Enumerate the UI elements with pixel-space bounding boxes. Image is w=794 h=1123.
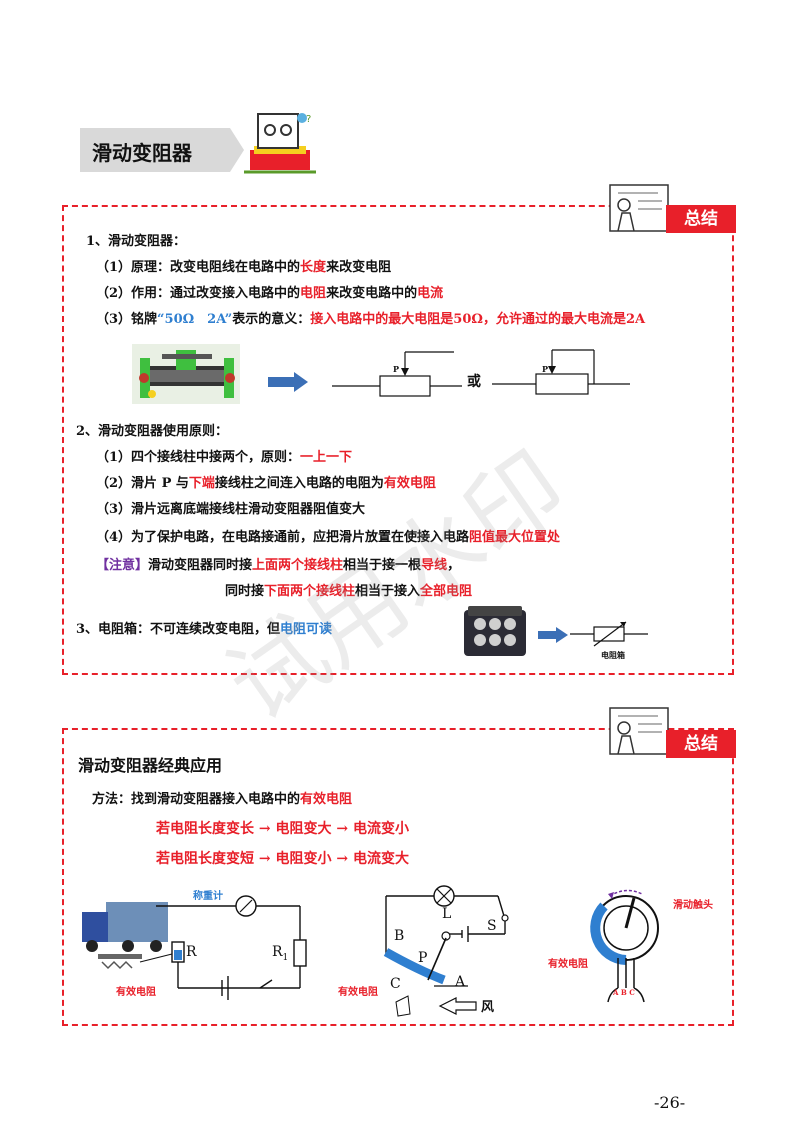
text-red: 上面两个接线柱 bbox=[252, 558, 344, 573]
teacher-board-icon bbox=[609, 184, 669, 232]
text-red: 有效电阻 bbox=[300, 792, 353, 807]
fig3-contact-label: 滑动触头 bbox=[673, 900, 713, 911]
note-2: 同时接下面两个接线柱相当于接入全部电阻 bbox=[225, 580, 472, 599]
s2-method: 方法：找到滑动变阻器接入电路中的有效电阻 bbox=[92, 788, 352, 807]
or-text: 或 bbox=[467, 374, 481, 390]
fig2-P-label: P bbox=[418, 950, 428, 966]
summary-box-2 bbox=[62, 728, 734, 1026]
text: 来改变电路中的 bbox=[326, 286, 418, 301]
fig2-C-label: C bbox=[390, 976, 401, 992]
s2-title: 滑动变阻器经典应用 bbox=[78, 756, 223, 775]
text: 来改变电阻 bbox=[326, 260, 392, 275]
rheostat-symbol-2 bbox=[492, 349, 630, 395]
weighing-circuit-figure bbox=[82, 895, 307, 1000]
text-red: 电阻 bbox=[300, 286, 327, 301]
fig2-A-label: A bbox=[455, 974, 466, 990]
text-red: 长度 bbox=[300, 260, 327, 275]
text: ， bbox=[447, 558, 461, 573]
text: （3）铭牌 bbox=[96, 312, 158, 327]
fig2-L-label: L bbox=[442, 906, 452, 922]
text: 滑动变阻器同时接 bbox=[148, 558, 253, 573]
arrow-right-icon bbox=[538, 627, 568, 643]
rule-3: （3）滑片远离底端接线柱滑动变阻器阻值变大 bbox=[96, 502, 366, 517]
text-red: 下面两个接线柱 bbox=[264, 584, 356, 599]
text: （4）为了保护电路，在电路接通前，应把滑片放置在使接入电路 bbox=[96, 530, 470, 545]
text-red: 全部电阻 bbox=[420, 584, 473, 599]
text-red: 导线 bbox=[421, 558, 448, 573]
resistance-box-symbol bbox=[570, 621, 648, 647]
text-blue: “50Ω 2A” bbox=[157, 312, 233, 327]
p-label-2: P bbox=[542, 364, 549, 374]
svg-text:?: ? bbox=[306, 114, 311, 125]
fig1-R-label: R bbox=[186, 944, 197, 960]
reading-cartoon-icon: ? bbox=[244, 113, 316, 174]
rotary-pot-figure bbox=[590, 889, 659, 1003]
s2-rule-2: 若电阻长度变短 → 电阻变小 → 电流变大 bbox=[156, 851, 409, 867]
fig1-R1-label: R1 bbox=[272, 944, 288, 963]
section-title-bg bbox=[80, 128, 230, 172]
rheostat-symbol-1 bbox=[332, 351, 462, 397]
summary-tag-1: 总结 bbox=[666, 205, 736, 233]
note-1: 【注意】滑动变阻器同时接上面两个接线柱相当于接一根导线， bbox=[96, 554, 460, 573]
text: R bbox=[272, 944, 283, 960]
fig1-effective-label: 有效电阻 bbox=[116, 987, 156, 998]
text: 方法：找到滑动变阻器接入电路中的 bbox=[92, 792, 301, 807]
fig2-S-label: S bbox=[487, 918, 497, 934]
resistance-box-photo bbox=[464, 606, 526, 656]
rule-1: （1）四个接线柱中接两个，原则：一上一下 bbox=[96, 446, 352, 465]
text: （1）四个接线柱中接两个，原则： bbox=[96, 450, 301, 465]
s1-heading-1: 1、滑动变阻器： bbox=[86, 234, 187, 249]
fig2-effective-label: 有效电阻 bbox=[338, 987, 378, 998]
text: 接线柱之间连入电路的电阻为 bbox=[214, 476, 384, 491]
fig2-wind-label: 风 bbox=[481, 1000, 495, 1015]
s1-principle: （1）原理：改变电阻线在电路中的长度来改变电阻 bbox=[96, 256, 391, 275]
rheostat-photo bbox=[132, 344, 240, 404]
teacher-board-icon bbox=[609, 707, 669, 755]
text-red: 阻值最大位置处 bbox=[469, 530, 561, 545]
fig1-meter-label: 称重计 bbox=[193, 891, 223, 902]
fig3-effective-label: 有效电阻 bbox=[548, 959, 588, 970]
rule-2: （2）滑片 P 与下端接线柱之间连入电路的电阻为有效电阻 bbox=[96, 472, 436, 491]
s2-rule-1: 若电阻长度变长 → 电阻变大 → 电流变小 bbox=[156, 821, 409, 837]
s1-function: （2）作用：通过改变接入电路中的电阻来改变电路中的电流 bbox=[96, 282, 443, 301]
note-tag: 【注意】 bbox=[96, 558, 149, 573]
page-number: -26- bbox=[654, 1093, 686, 1112]
summary-tag-2: 总结 bbox=[666, 730, 736, 758]
text-red: 接入电路中的最大电阻是50Ω，允许通过的最大电流是2A bbox=[310, 312, 646, 327]
arrow-right-icon bbox=[268, 372, 308, 392]
text: 同时接 bbox=[225, 584, 265, 599]
rule-4: （4）为了保护电路，在电路接通前，应把滑片放置在使接入电路阻值最大位置处 bbox=[96, 526, 560, 545]
text: 相当于接入 bbox=[355, 584, 421, 599]
text-red: 有效电阻 bbox=[383, 476, 436, 491]
wind-circuit-figure bbox=[383, 885, 509, 1017]
section-title-arrow bbox=[230, 128, 244, 172]
text-red: 下端 bbox=[188, 476, 215, 491]
s1-heading-2: 2、滑动变阻器使用原则： bbox=[76, 424, 229, 439]
section-title: 滑动变阻器 bbox=[92, 141, 192, 165]
subscript: 1 bbox=[282, 952, 289, 963]
text-red: 电流 bbox=[417, 286, 444, 301]
fig2-B-label: B bbox=[394, 928, 405, 944]
resistance-box-label: 电阻箱 bbox=[601, 650, 625, 660]
text: 相当于接一根 bbox=[343, 558, 422, 573]
text: （2）作用：通过改变接入电路中的 bbox=[96, 286, 301, 301]
text-red: 一上一下 bbox=[300, 450, 353, 465]
text: （2）滑片 P 与 bbox=[96, 476, 189, 491]
s1-nameplate: （3）铭牌“50Ω 2A”表示的意义：接入电路中的最大电阻是50Ω，允许通过的最… bbox=[96, 308, 645, 327]
text: 3、电阻箱：不可连续改变电阻，但 bbox=[76, 622, 281, 637]
text: （1）原理：改变电阻线在电路中的 bbox=[96, 260, 301, 275]
fig3-abc-label: A B C bbox=[613, 988, 635, 997]
text-blue: 电阻可读 bbox=[280, 622, 333, 637]
text: 表示的意义： bbox=[232, 312, 311, 327]
summary-box-1 bbox=[62, 205, 734, 675]
p-label-1: P bbox=[393, 364, 400, 374]
s1-heading-3: 3、电阻箱：不可连续改变电阻，但电阻可读 bbox=[76, 618, 332, 637]
